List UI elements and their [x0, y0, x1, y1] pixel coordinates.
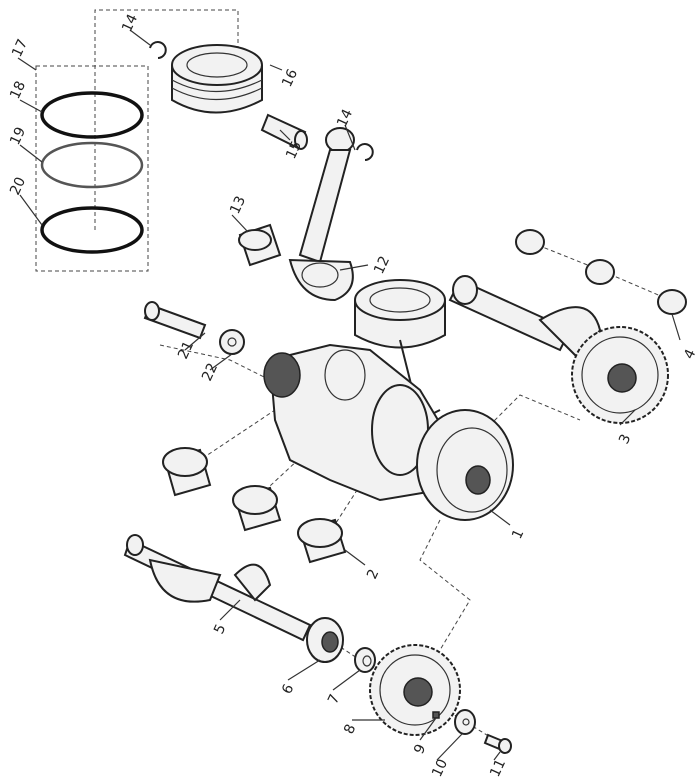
balance-shaft-bearings [515, 229, 687, 315]
woodruff-key [432, 711, 440, 719]
label-3: 3 [616, 432, 634, 447]
label-10: 10 [429, 757, 451, 779]
label-12: 12 [371, 254, 393, 277]
bolt [143, 301, 207, 340]
spacer-ring [354, 647, 376, 673]
crankshaft [263, 343, 514, 521]
label-6: 6 [279, 682, 297, 697]
label-14-right: 14 [334, 107, 356, 130]
gear-bolt [483, 733, 512, 754]
label-13: 13 [227, 194, 249, 217]
label-22: 22 [199, 361, 221, 384]
ring-to-piston-guide-line [94, 9, 239, 230]
label-9: 9 [411, 742, 429, 757]
piston-ring-19 [40, 141, 144, 189]
main-bearing-shells [162, 447, 347, 564]
balance-gear-lower [369, 644, 461, 736]
label-11: 11 [487, 757, 509, 779]
piston-pin [260, 113, 308, 150]
connecting-rod [288, 127, 355, 302]
rod-bearing-shell [238, 223, 282, 267]
label-7: 7 [325, 692, 343, 707]
piston-rings [40, 91, 144, 254]
label-14: 14 [119, 12, 141, 35]
piston-ring-set-box [35, 65, 149, 272]
label-21: 21 [175, 339, 197, 362]
label-8: 8 [341, 722, 359, 737]
label-5: 5 [211, 622, 229, 637]
piston-ring-20 [40, 206, 144, 254]
label-2: 2 [364, 567, 382, 582]
label-4: 4 [681, 347, 699, 362]
label-1: 1 [509, 527, 527, 542]
balance-shaft-lower [123, 534, 312, 642]
balance-shaft-upper [448, 275, 669, 424]
label-17: 17 [9, 37, 31, 60]
circlip-14-right [356, 143, 374, 161]
label-15: 15 [283, 139, 305, 162]
label-18: 18 [7, 79, 29, 102]
washer [219, 329, 245, 355]
piston-top [171, 44, 263, 114]
gear-washer [454, 709, 476, 735]
ball-bearing [306, 617, 344, 663]
piston-ring-18 [40, 91, 144, 139]
label-16: 16 [279, 67, 301, 90]
lower-gear-guide-line [419, 519, 471, 651]
piston-assembled [354, 279, 446, 422]
circlip-14-top [149, 41, 167, 59]
bolt-guide-line [159, 344, 271, 381]
label-20: 20 [7, 175, 29, 198]
leader-lines [17, 29, 681, 761]
label-19: 19 [7, 125, 29, 148]
